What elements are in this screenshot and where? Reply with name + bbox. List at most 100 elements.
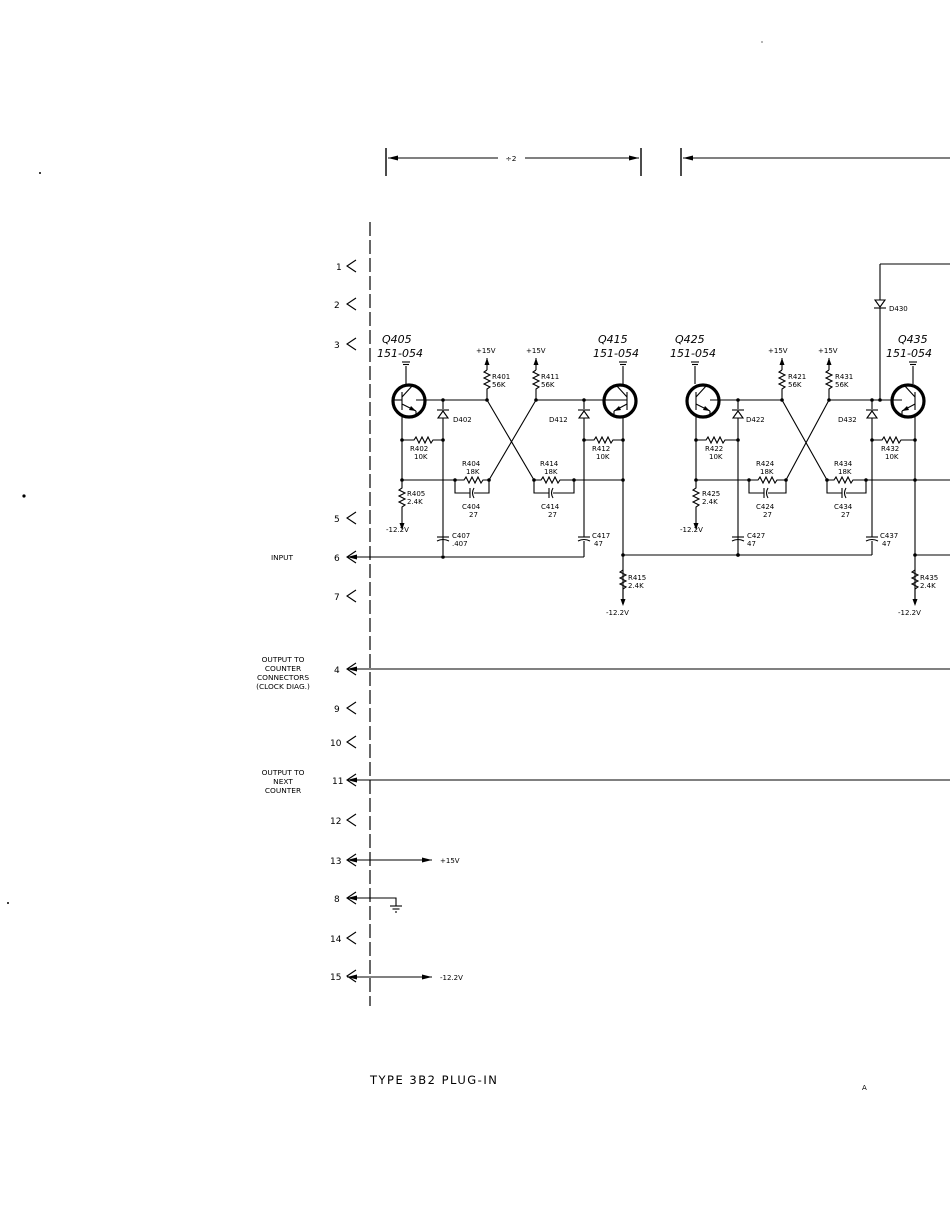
supply-label: +15V <box>818 347 838 355</box>
svg-text:R405: R405 <box>407 490 425 498</box>
svg-text:2.4K: 2.4K <box>407 498 423 506</box>
svg-text:R421: R421 <box>788 373 806 381</box>
svg-text:R432: R432 <box>881 445 899 453</box>
svg-text:-12.2V: -12.2V <box>898 609 921 617</box>
svg-text:C404: C404 <box>462 503 481 511</box>
svg-text:C407: C407 <box>452 532 470 540</box>
diagram-title: TYPE 3B2 PLUG-IN <box>369 1073 498 1087</box>
pin-label: 10 <box>330 739 342 749</box>
svg-text:R411: R411 <box>541 373 559 381</box>
svg-text:C417: C417 <box>592 532 610 540</box>
svg-text:18K: 18K <box>544 468 558 476</box>
pin-label: 8 <box>334 895 340 905</box>
pin15-supply: -12.2V <box>347 974 463 982</box>
svg-text:R402: R402 <box>410 445 428 453</box>
svg-text:R404: R404 <box>462 460 481 468</box>
svg-text:151-054: 151-054 <box>593 347 639 360</box>
output-lines <box>347 666 950 783</box>
pin-label: 12 <box>330 817 341 827</box>
svg-text:OUTPUT TO: OUTPUT TO <box>262 768 305 777</box>
transistor-q425: Q425 151-054 <box>670 333 721 419</box>
svg-text:56K: 56K <box>788 381 802 389</box>
flip-flop-stage-2: D430 Q425 151-054 Q435 151-054 <box>670 263 950 617</box>
svg-text:2.4K: 2.4K <box>628 582 644 590</box>
output-counter-label: OUTPUT TO COUNTER CONNECTORS (CLOCK DIAG… <box>256 655 310 691</box>
pin-label: 9 <box>334 705 340 715</box>
next-section-marker <box>680 148 950 176</box>
svg-text:CONNECTORS: CONNECTORS <box>257 673 309 682</box>
svg-text:151-054: 151-054 <box>670 347 716 360</box>
svg-text:47: 47 <box>594 540 603 548</box>
svg-text:2.4K: 2.4K <box>920 582 936 590</box>
svg-text:151-054: 151-054 <box>886 347 932 360</box>
pin13-supply: +15V <box>347 857 460 865</box>
pin-label: 14 <box>330 935 342 945</box>
pin-label: 3 <box>334 341 340 351</box>
svg-text:2.4K: 2.4K <box>702 498 718 506</box>
svg-text:D430: D430 <box>889 305 908 313</box>
supply-label: +15V <box>768 347 788 355</box>
svg-text:10K: 10K <box>709 453 723 461</box>
svg-text:R431: R431 <box>835 373 853 381</box>
pin-label: 2 <box>334 301 340 311</box>
svg-text:27: 27 <box>841 511 850 519</box>
svg-text:(CLOCK DIAG.): (CLOCK DIAG.) <box>256 682 310 691</box>
svg-text:.407: .407 <box>452 540 468 548</box>
output-next-counter-label: OUTPUT TO NEXT COUNTER <box>262 768 305 795</box>
svg-text:R401: R401 <box>492 373 510 381</box>
svg-text:10K: 10K <box>414 453 428 461</box>
svg-text:18K: 18K <box>760 468 774 476</box>
svg-text:COUNTER: COUNTER <box>265 786 301 795</box>
pin-label: 4 <box>334 666 340 676</box>
svg-text:18K: 18K <box>466 468 480 476</box>
svg-text:R434: R434 <box>834 460 853 468</box>
svg-text:47: 47 <box>747 540 756 548</box>
pin-label: 15 <box>330 973 341 983</box>
input-label: INPUT <box>271 553 294 562</box>
svg-text:10K: 10K <box>596 453 610 461</box>
svg-text:R435: R435 <box>920 574 938 582</box>
svg-text:27: 27 <box>763 511 772 519</box>
divide-by-two-marker: ÷2 <box>385 148 642 176</box>
svg-text:56K: 56K <box>541 381 555 389</box>
svg-text:27: 27 <box>548 511 557 519</box>
svg-text:R424: R424 <box>756 460 775 468</box>
pin-label: 7 <box>334 593 340 603</box>
svg-text:C414: C414 <box>541 503 560 511</box>
pin-label: 13 <box>330 857 341 867</box>
svg-text:R422: R422 <box>705 445 723 453</box>
svg-text:Q435: Q435 <box>898 333 928 346</box>
svg-text:R415: R415 <box>628 574 646 582</box>
pin-label: 5 <box>334 515 340 525</box>
flip-flop-stage-1: Q405 151-054 Q415 151-054 <box>347 333 740 617</box>
transistor-q415: Q415 151-054 <box>593 333 639 419</box>
transistor-q405: Q405 151-054 <box>377 333 427 419</box>
svg-text:C434: C434 <box>834 503 853 511</box>
svg-text:D402: D402 <box>453 416 472 424</box>
svg-text:D422: D422 <box>746 416 765 424</box>
connector-pins: 1 2 3 5 6 7 4 9 10 11 12 13 8 14 15 <box>330 259 357 983</box>
svg-text:NEXT: NEXT <box>273 777 293 786</box>
svg-text:COUNTER: COUNTER <box>265 664 301 673</box>
ground-symbol <box>347 895 402 913</box>
svg-text:-12.2V: -12.2V <box>680 526 703 534</box>
svg-text:C424: C424 <box>756 503 775 511</box>
svg-text:-12.2V: -12.2V <box>386 526 409 534</box>
svg-text:56K: 56K <box>492 381 506 389</box>
svg-text:151-054: 151-054 <box>377 347 423 360</box>
svg-text:-12.2V: -12.2V <box>440 974 463 982</box>
svg-text:R425: R425 <box>702 490 720 498</box>
pin-label: 6 <box>334 554 340 564</box>
pin-label: 1 <box>336 263 342 273</box>
svg-text:-12.2V: -12.2V <box>606 609 629 617</box>
svg-text:Q425: Q425 <box>675 333 705 346</box>
svg-text:10K: 10K <box>885 453 899 461</box>
revision-mark: A <box>862 1084 867 1092</box>
svg-text:D432: D432 <box>838 416 857 424</box>
svg-text:C427: C427 <box>747 532 765 540</box>
supply-label: +15V <box>476 347 496 355</box>
svg-text:OUTPUT TO: OUTPUT TO <box>262 655 305 664</box>
pin-label: 11 <box>332 777 343 787</box>
